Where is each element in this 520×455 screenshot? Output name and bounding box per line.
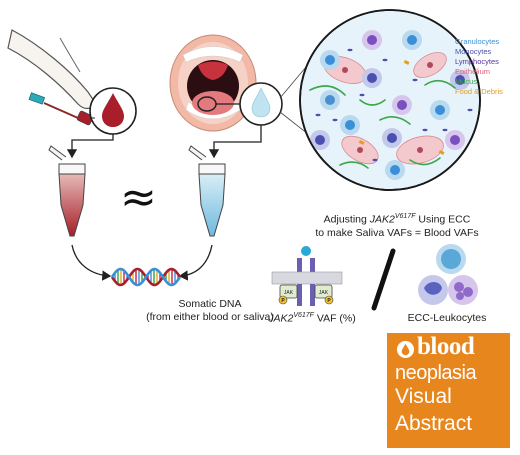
legend-item: Mucus (455, 77, 478, 86)
adjust-post: Using ECC (415, 213, 471, 226)
somatic-dna-caption: Somatic DNA (from either blood or saliva… (110, 298, 310, 324)
blood-neoplasia-brand: blood neoplasia Visual Abstract (387, 333, 510, 448)
leukocyte-nucleus (455, 75, 465, 85)
mucus-strand (359, 99, 386, 106)
leukocyte-nucleus (407, 35, 417, 45)
p-left-label: P (281, 298, 285, 304)
brand-visual: Visual (395, 385, 452, 408)
leukocyte-nucleus (367, 35, 377, 45)
bacterium (467, 108, 473, 112)
adjust-pre: Adjusting (323, 213, 370, 226)
leukocyte-nucleus (325, 95, 335, 105)
arrow-saliva-to-tube (208, 125, 262, 159)
somatic-line2: (from either blood or saliva) (146, 311, 274, 323)
open-mouth (169, 34, 257, 132)
legend-item: Monocytes (455, 47, 492, 56)
epithelial-nucleus (357, 147, 363, 153)
food-debris (438, 150, 445, 155)
vaf-mutation: V617F (293, 312, 314, 319)
epithelial-nucleus (427, 62, 433, 68)
mucus-strand (424, 79, 456, 89)
legend-item: Granulocytes (455, 37, 500, 46)
jak-left-label: JAK (284, 290, 294, 296)
blood-tube (48, 145, 86, 237)
leukocyte-nucleus (325, 55, 335, 65)
bacterium (422, 128, 428, 132)
mucus-strand (409, 157, 441, 166)
leukocyte-nucleus (435, 105, 445, 115)
leukocyte-nucleus (397, 100, 407, 110)
bacterium (347, 48, 353, 52)
saliva-tube (188, 145, 226, 237)
bacterium (315, 113, 321, 117)
arm-blood-draw (7, 29, 97, 126)
blood-logo-icon (396, 340, 415, 359)
bacterium (359, 93, 365, 97)
vaf-suffix: VAF (%) (313, 312, 356, 325)
leukocyte-nucleus (450, 135, 460, 145)
bacterium (412, 78, 418, 82)
vaf-gene: JAK2 (268, 312, 294, 325)
saliva-drop-icon (239, 82, 283, 126)
jak-right-label: JAK (319, 290, 329, 296)
legend-item: Lymphocytes (455, 57, 499, 66)
leukocytes-icon (418, 244, 478, 305)
p-right-label: P (327, 298, 331, 304)
epithelial-nucleus (417, 147, 423, 153)
saliva-cell-magnification (299, 9, 481, 191)
legend-item: Epithelium (455, 67, 491, 76)
mucus-strand (339, 161, 369, 169)
dna-strand (110, 267, 182, 287)
arrow-saliva-to-dna (178, 244, 213, 281)
approx-symbol: ≈ (120, 172, 157, 223)
leukocyte-nucleus (390, 165, 400, 175)
arrow-blood-to-tube (66, 134, 114, 159)
leukocyte-nucleus (315, 135, 325, 145)
blood-drop-icon (89, 87, 137, 135)
food-debris (358, 140, 365, 145)
vaf-label: JAK2V617F VAF (%) (252, 312, 372, 325)
leukocyte-nucleus (367, 73, 377, 83)
legend-item: Food & Debris (455, 87, 503, 96)
leukocyte-nucleus (387, 133, 397, 143)
arrow-blood-to-dna (71, 244, 112, 281)
adjust-line2: to make Saliva VAFs = Blood VAFs (315, 226, 479, 239)
somatic-line1: Somatic DNA (178, 298, 242, 310)
bacterium (332, 118, 338, 122)
brand-abstract: Abstract (395, 412, 473, 435)
adjust-mutation: V617F (394, 213, 416, 220)
adjust-caption: Adjusting JAK2V617F Using ECC to make Sa… (292, 210, 502, 240)
food-debris (403, 59, 410, 65)
dna-helix-icon (110, 267, 182, 287)
epithelial-nucleus (342, 67, 348, 73)
bacterium (442, 128, 448, 132)
ecc-leukocytes-label: ECC-Leukocytes (407, 312, 487, 324)
mucus-strand (309, 85, 346, 96)
brand-neoplasia: neoplasia (395, 362, 477, 384)
jak2-receptor-icon (271, 246, 343, 306)
adjust-gene: JAK2 (369, 213, 395, 226)
leukocyte-nucleus (345, 120, 355, 130)
bacterium (382, 58, 388, 62)
brand-blood: blood (417, 333, 475, 360)
bacterium (372, 158, 378, 162)
mucus-strand (379, 116, 411, 125)
divider-slash (371, 248, 396, 311)
